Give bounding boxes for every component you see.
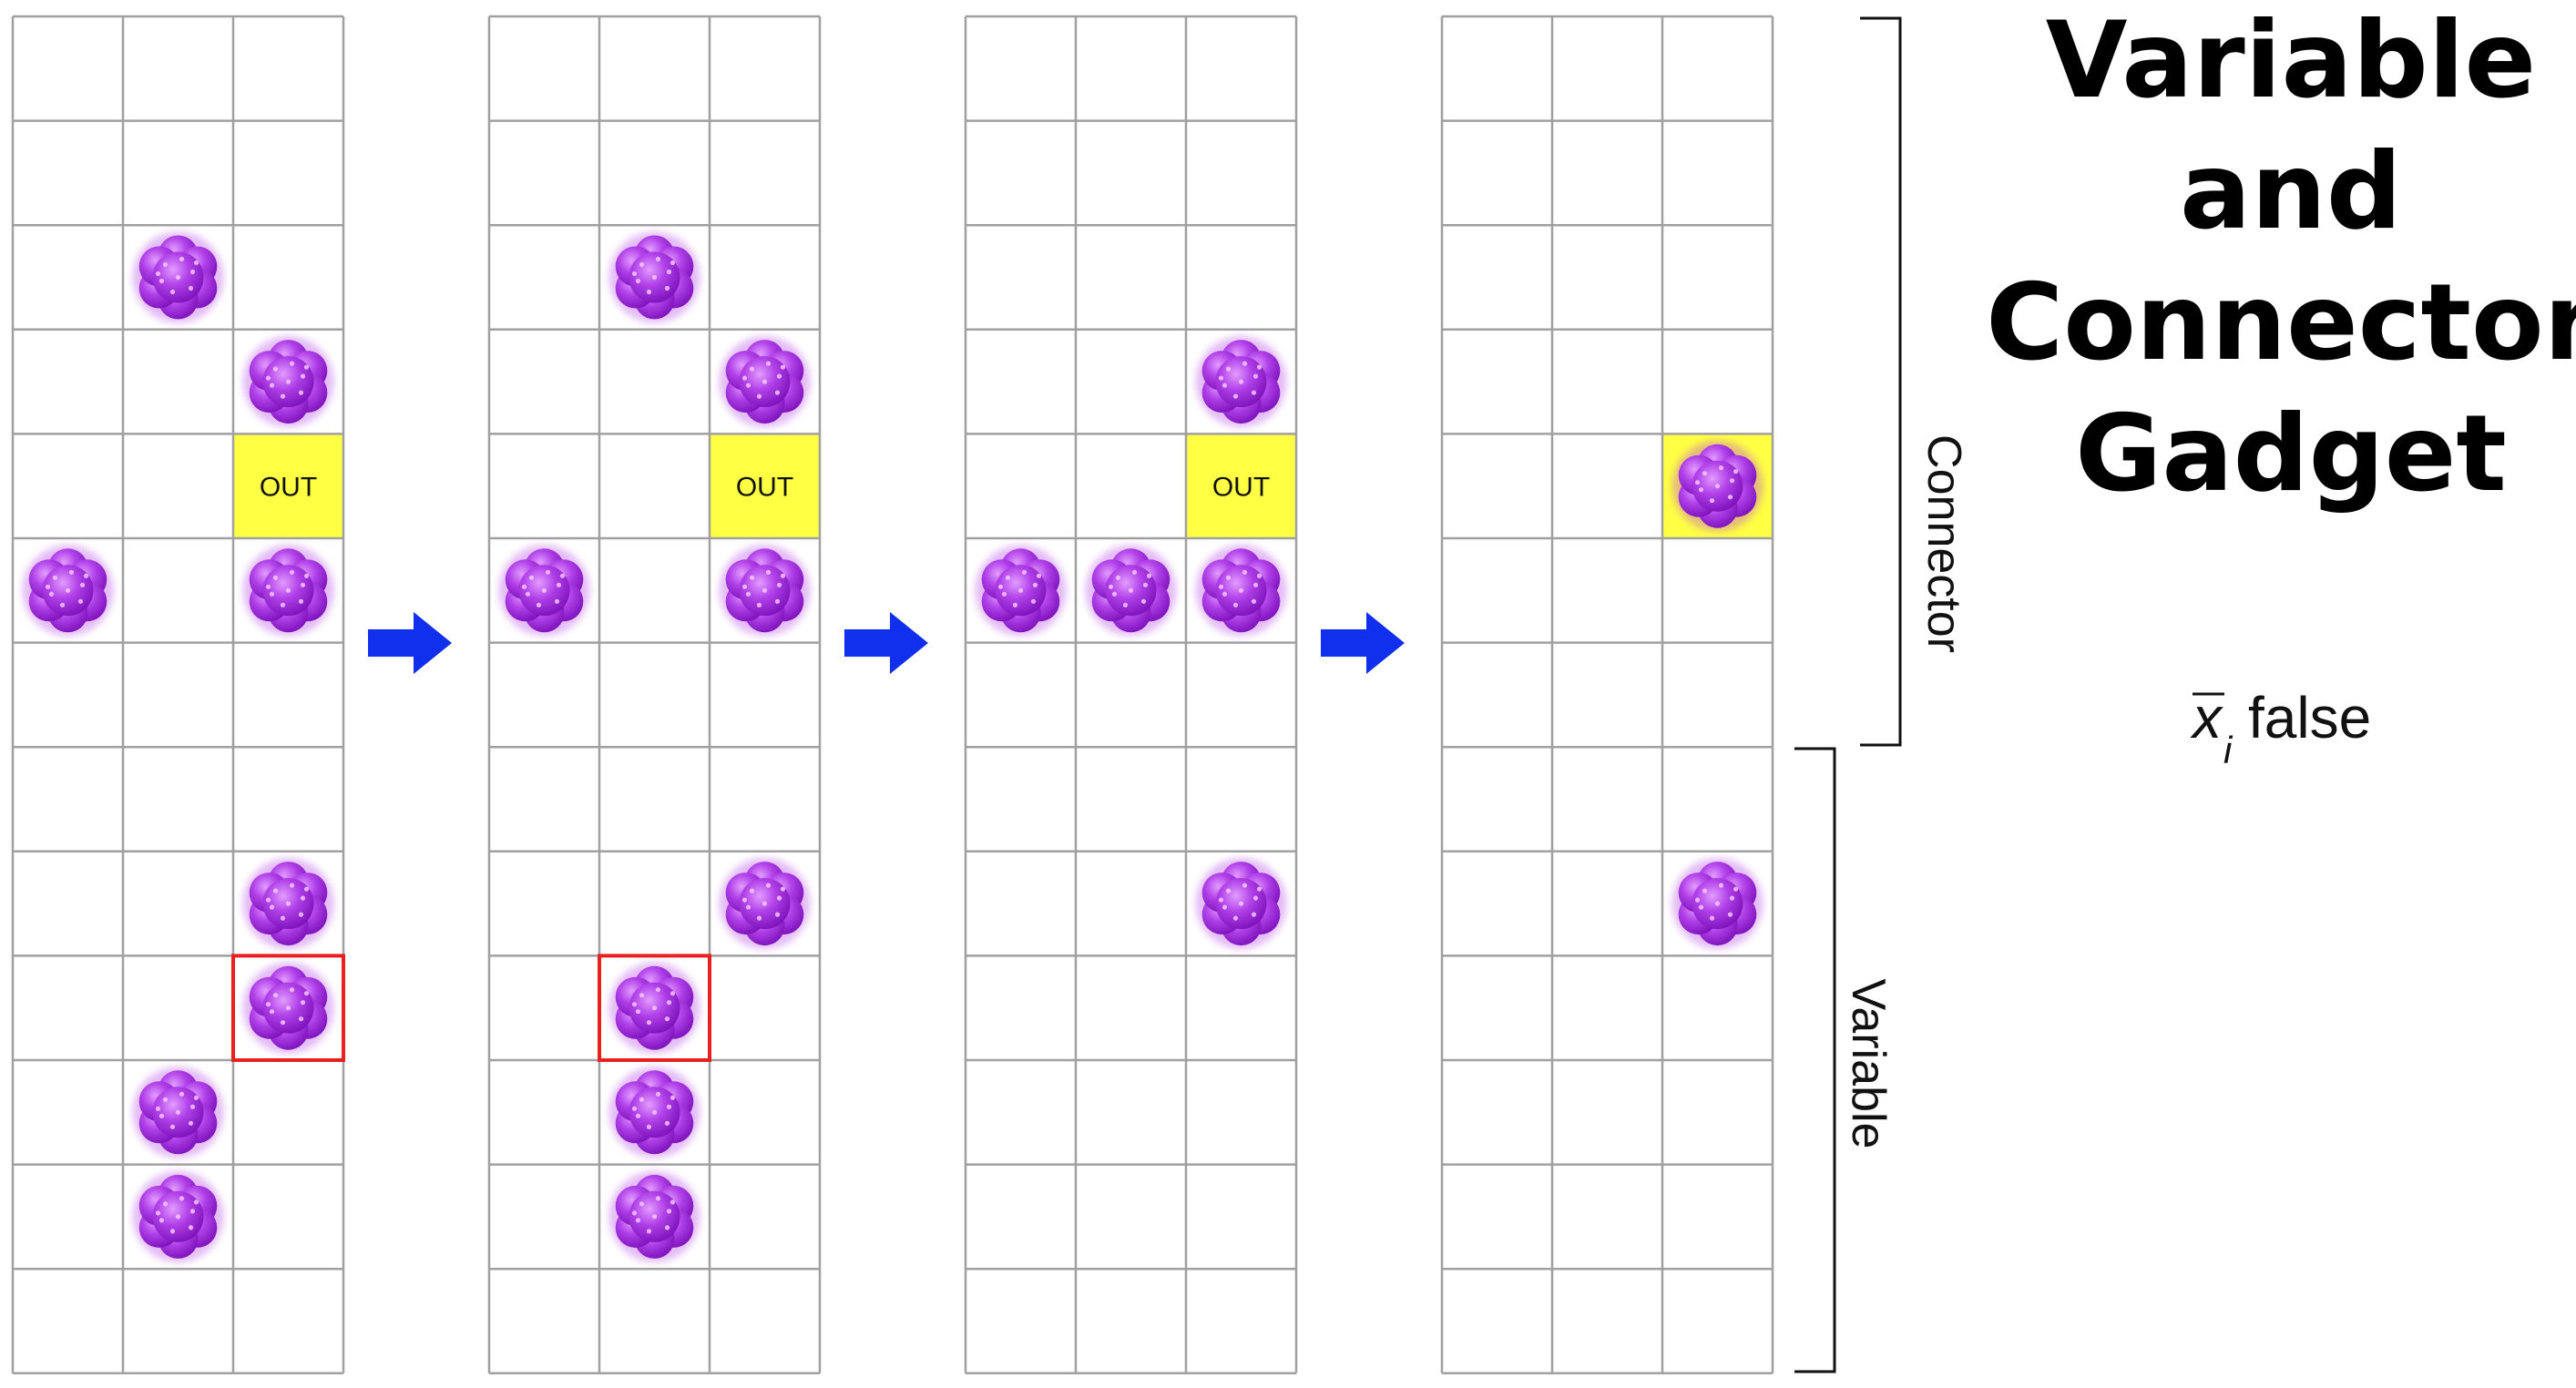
transition-arrows — [368, 612, 1405, 674]
title-line-1: Variable — [2046, 0, 2536, 122]
connector-label: Connector — [1917, 434, 1970, 653]
candy-piece — [1195, 858, 1287, 950]
connector-bracket — [1860, 16, 1902, 747]
title-line-2: and — [2180, 130, 2402, 253]
candy-piece — [132, 231, 224, 323]
out-label: OUT — [736, 473, 793, 503]
candy-piece — [1671, 440, 1763, 532]
board-panels: OUT OUT OUT — [11, 15, 1774, 1375]
candy-piece — [132, 1170, 224, 1262]
candy-piece — [242, 545, 334, 637]
title-line-3: Connector — [1986, 261, 2576, 384]
candy-piece — [132, 1067, 224, 1158]
selected-cell-highlight — [598, 954, 711, 1063]
status-variable: x — [2190, 685, 2223, 750]
out-cell — [233, 434, 343, 538]
variable-label: Variable — [1842, 979, 1895, 1149]
grid-lines — [964, 15, 1298, 1375]
candy-piece — [1195, 545, 1287, 637]
candy-piece — [22, 545, 114, 637]
candy-piece — [719, 545, 811, 637]
candy-piece — [1085, 545, 1177, 637]
candy-piece — [608, 1067, 700, 1158]
candy-piece — [719, 858, 811, 950]
grid-lines — [11, 15, 345, 1375]
board-panel-1: OUT — [11, 15, 345, 1375]
right-arrow-icon — [844, 612, 928, 674]
board-panel-2: OUT — [487, 15, 822, 1375]
grid-lines — [1440, 15, 1774, 1375]
right-arrow-icon — [1321, 612, 1405, 674]
out-cell — [1186, 434, 1296, 538]
diagram-title: Variable and Connector Gadget — [1986, 0, 2576, 515]
candy-piece — [608, 1170, 700, 1262]
status-value: false — [2248, 685, 2371, 750]
candy-piece — [1671, 858, 1763, 950]
candy-piece — [719, 336, 811, 428]
board-panel-4 — [1440, 15, 1774, 1375]
candy-piece — [242, 858, 334, 950]
out-label: OUT — [1212, 473, 1270, 503]
board-panel-3: OUT — [964, 15, 1298, 1375]
candy-piece — [608, 962, 700, 1054]
right-arrow-icon — [368, 612, 452, 674]
candy-piece — [608, 231, 700, 323]
variable-bracket — [1794, 747, 1836, 1373]
status-subscript: i — [2223, 729, 2234, 771]
out-label: OUT — [260, 473, 317, 503]
candy-piece — [242, 336, 334, 428]
title-line-4: Gadget — [2075, 393, 2507, 515]
candy-piece — [242, 962, 334, 1054]
candy-piece — [975, 545, 1067, 637]
variable-status: x i false — [2190, 685, 2371, 771]
grid-lines — [487, 15, 822, 1375]
candy-piece — [498, 545, 590, 637]
selected-cell-highlight — [231, 954, 345, 1063]
out-cell — [710, 434, 820, 538]
candy-piece — [1195, 336, 1287, 428]
